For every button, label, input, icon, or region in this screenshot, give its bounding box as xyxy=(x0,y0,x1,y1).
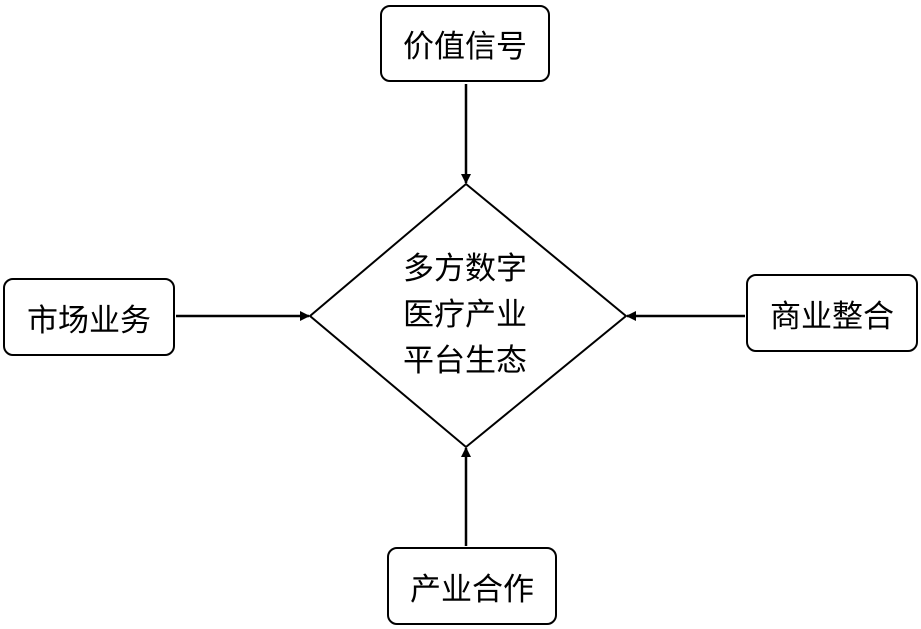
center-label-line-2: 医疗产业 xyxy=(403,297,527,333)
industry-cooperation-box: 产业合作 xyxy=(387,547,557,625)
industry-cooperation-label: 产业合作 xyxy=(410,571,534,608)
market-business-box: 市场业务 xyxy=(3,278,175,356)
market-business-label: 市场业务 xyxy=(27,302,151,339)
business-integration-label: 商业整合 xyxy=(770,298,894,335)
center-label: 多方数字 医疗产业 平台生态 xyxy=(380,246,550,384)
center-label-line-1: 多方数字 xyxy=(403,251,527,287)
center-label-line-3: 平台生态 xyxy=(403,343,527,379)
business-integration-box: 商业整合 xyxy=(746,274,918,352)
value-signal-box: 价值信号 xyxy=(380,5,550,82)
value-signal-label: 价值信号 xyxy=(403,29,527,65)
